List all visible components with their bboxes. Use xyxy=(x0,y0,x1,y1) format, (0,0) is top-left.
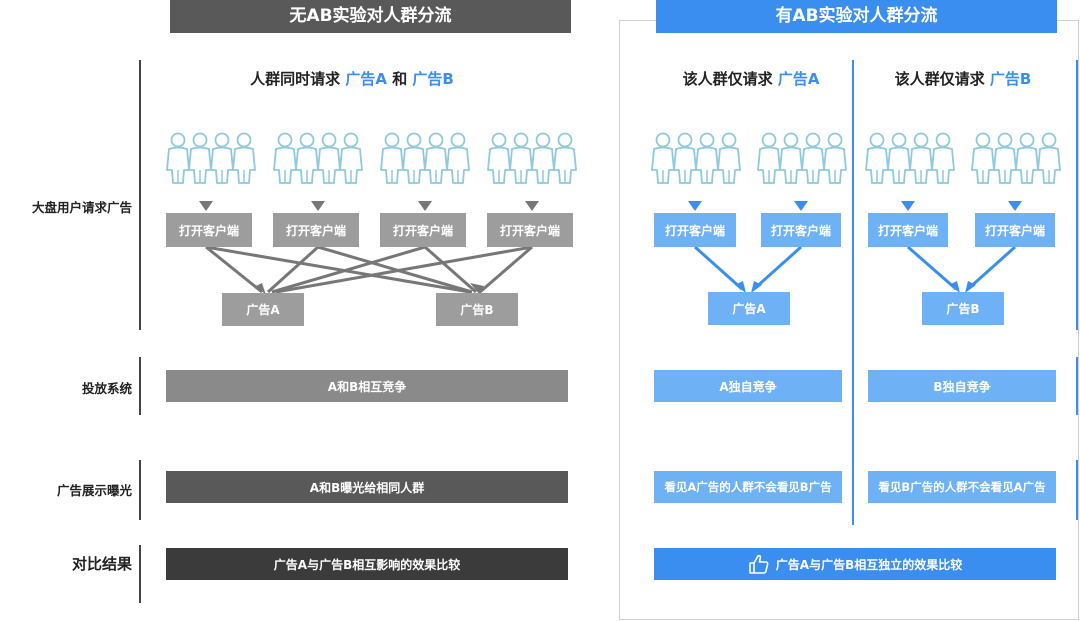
ab-panel-border-top-right xyxy=(1057,20,1079,21)
ab-edge-line xyxy=(1076,357,1078,415)
client-box: 打开客户端 xyxy=(654,213,736,247)
right-b-delivery-bar: B独自竞争 xyxy=(868,370,1056,402)
left-title-prefix: 人群同时请求 xyxy=(250,70,346,88)
row-label-result: 对比结果 xyxy=(71,555,132,573)
row-divider xyxy=(139,545,141,603)
ad-a-box: 广告A xyxy=(222,293,304,326)
left-result-bar: 广告A与广告B相互影响的效果比较 xyxy=(166,548,568,580)
right-a-exposure-bar: 看见A广告的人群不会看见B广告 xyxy=(654,471,842,503)
row-divider xyxy=(139,460,141,520)
people-group-icon xyxy=(381,134,469,184)
right-b-title: 该人群仅请求 广告B xyxy=(868,68,1058,89)
client-box: 打开客户端 xyxy=(380,213,466,247)
header-with-ab: 有AB实验对人群分流 xyxy=(656,0,1057,33)
client-box: 打开客户端 xyxy=(761,213,841,247)
people-group-icon xyxy=(972,134,1060,184)
header-no-ab: 无AB实验对人群分流 xyxy=(170,0,571,33)
people-group-icon xyxy=(866,134,954,184)
client-box: 打开客户端 xyxy=(975,213,1055,247)
row-divider xyxy=(139,357,141,415)
left-exposure-bar: A和B曝光给相同人群 xyxy=(166,471,568,503)
ad-a-box: 广告A xyxy=(708,292,790,325)
people-group-icon xyxy=(488,134,576,184)
ab-column-divider xyxy=(852,60,854,525)
right-b-title-ad: 广告B xyxy=(989,70,1032,88)
left-title-and: 和 xyxy=(386,70,413,88)
right-result-bar: 广告A与广告B相互独立的效果比较 xyxy=(654,548,1056,580)
arrow-down-icon xyxy=(199,201,539,211)
row-label-delivery: 投放系统 xyxy=(81,381,132,396)
arrow-down-icon xyxy=(688,201,1022,211)
left-title: 人群同时请求 广告A 和 广告B xyxy=(170,68,534,89)
client-box: 打开客户端 xyxy=(273,213,359,247)
left-title-ad-a: 广告A xyxy=(345,70,387,88)
client-box: 打开客户端 xyxy=(166,213,252,247)
connector-lines xyxy=(205,245,533,294)
right-result-label: 广告A与广告B相互独立的效果比较 xyxy=(775,557,963,572)
left-delivery-bar: A和B相互竞争 xyxy=(166,370,568,402)
ad-b-box: 广告B xyxy=(922,292,1004,325)
row-label-exposure: 广告展示曝光 xyxy=(56,483,132,498)
right-a-title-ad: 广告A xyxy=(777,70,820,88)
ab-edge-line xyxy=(1076,60,1078,330)
people-group-icon xyxy=(274,134,362,184)
ad-b-box: 广告B xyxy=(436,293,518,326)
connector-lines xyxy=(694,245,1016,291)
right-a-title-prefix: 该人群仅请求 xyxy=(682,70,778,88)
right-a-title: 该人群仅请求 广告A xyxy=(656,68,846,89)
right-b-title-prefix: 该人群仅请求 xyxy=(894,70,990,88)
client-box: 打开客户端 xyxy=(487,213,573,247)
client-box: 打开客户端 xyxy=(868,213,948,247)
people-group-icon xyxy=(167,134,255,184)
row-label-request: 大盘用户请求广告 xyxy=(31,200,132,215)
left-title-ad-b: 广告B xyxy=(412,70,454,88)
right-a-delivery-bar: A独自竞争 xyxy=(654,370,842,402)
people-group-icon xyxy=(652,134,740,184)
row-divider xyxy=(139,60,141,330)
thumbs-up-icon xyxy=(748,554,769,574)
right-b-exposure-bar: 看见B广告的人群不会看见A广告 xyxy=(868,471,1056,503)
people-group-icon xyxy=(758,134,846,184)
ab-panel-border-top-left xyxy=(619,20,656,21)
ab-edge-line xyxy=(1076,460,1078,520)
ab-panel-border xyxy=(619,20,1079,620)
